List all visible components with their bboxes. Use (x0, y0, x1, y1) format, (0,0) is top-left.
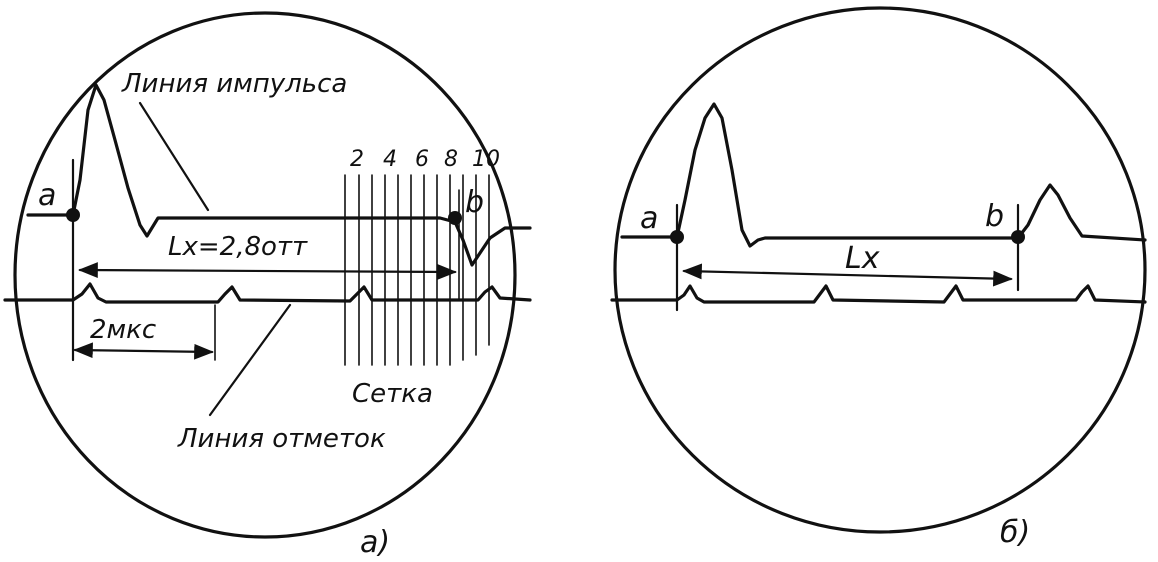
caption-a: a) (360, 525, 390, 560)
pulse-trace-a (26, 83, 532, 267)
marker-line-label: Линия отметок (177, 424, 386, 454)
caption-b: б) (1000, 515, 1030, 550)
distance-label-b: Lx (845, 241, 880, 276)
point-b (448, 211, 462, 225)
grid-number: 6 (415, 147, 429, 172)
time-label: 2мкс (90, 315, 156, 345)
marker-label-leader (208, 303, 292, 417)
panel-a: a b Линия импульса Lx=2,8отт 2мкс Сетка … (3, 11, 532, 560)
label-a-b: a (640, 201, 658, 236)
grid-number: 8 (444, 147, 458, 172)
screen-circle-a (13, 11, 517, 539)
pulse-trace-b (620, 102, 1147, 248)
label-a: a (38, 178, 56, 213)
point-b-b (1011, 230, 1025, 244)
point-a-b (670, 230, 684, 244)
grid-numbers: 2 4 6 8 10 (350, 147, 500, 172)
grid-number: 10 (472, 147, 500, 172)
label-b-b: b (985, 199, 1004, 234)
pulse-line-label: Линия импульса (121, 69, 347, 99)
panel-b: a b Lx б) (610, 6, 1147, 550)
screen-circle-b (613, 6, 1147, 534)
distance-arrow-a (78, 262, 457, 280)
grid-number: 2 (350, 147, 364, 172)
label-b: b (465, 185, 484, 220)
point-a (66, 208, 80, 222)
marker-trace-b (610, 284, 1147, 304)
grid-number: 4 (383, 147, 397, 172)
distance-arrow-b (682, 263, 1013, 287)
pulse-label-leader (138, 101, 210, 212)
grid-label: Сетка (352, 379, 433, 409)
marker-trace-a (3, 282, 532, 304)
distance-label-a: Lx=2,8отт (168, 232, 308, 262)
time-arrow (73, 342, 214, 360)
